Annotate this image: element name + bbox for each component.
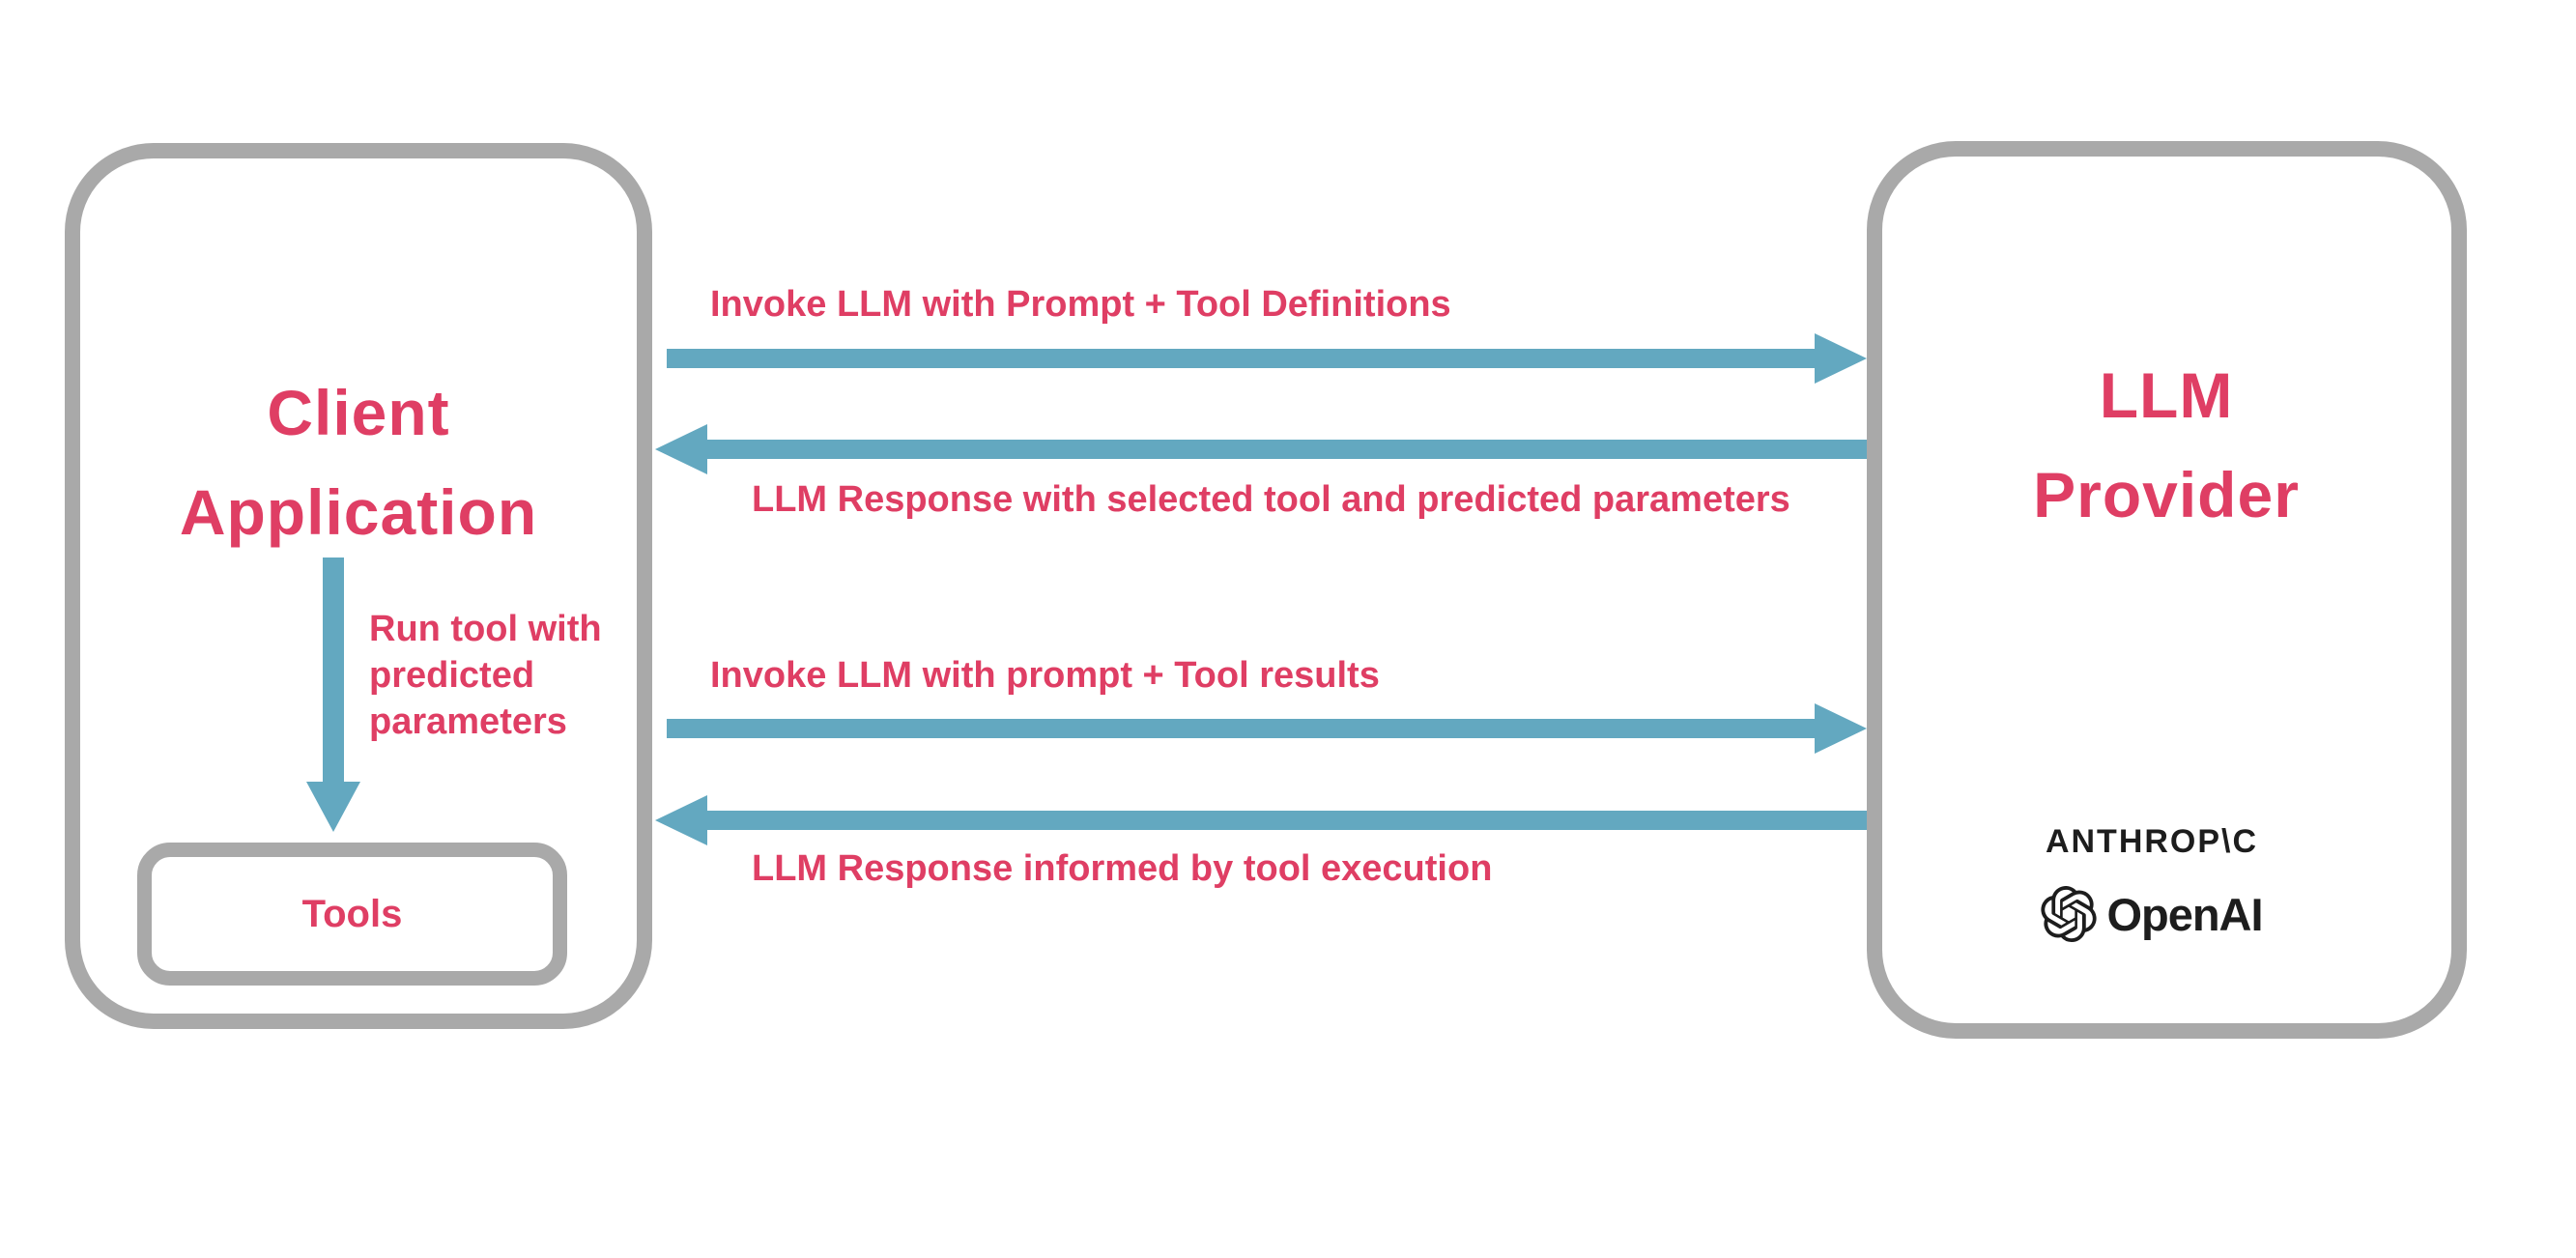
- arrow-llm-response-selected-tool-head: [655, 424, 707, 474]
- arrow-invoke-llm-definitions-head: [1815, 333, 1867, 384]
- arrow-label-invoke-llm-results: Invoke LLM with prompt + Tool results: [710, 655, 1380, 696]
- openai-icon: [2041, 886, 2097, 942]
- arrow-label-invoke-llm-definitions: Invoke LLM with Prompt + Tool Definition…: [710, 284, 1451, 325]
- run-tool-label-line1: Run tool with: [369, 609, 602, 649]
- arrow-label-llm-response-selected-tool: LLM Response with selected tool and pred…: [752, 479, 1790, 520]
- openai-wordmark: OpenAI: [2106, 888, 2263, 940]
- client-application-title: Client Application: [179, 377, 538, 548]
- arrow-label-llm-response-informed: LLM Response informed by tool execution: [752, 848, 1493, 889]
- openai-logo: OpenAI: [2041, 886, 2264, 942]
- arrow-invoke-llm-results-shaft: [667, 719, 1815, 738]
- run-tool-label: Run tool with predicted parameters: [369, 606, 602, 745]
- arrow-llm-response-selected-tool-shaft: [707, 440, 1867, 459]
- arrow-llm-response-informed-shaft: [707, 811, 1867, 830]
- arrow-invoke-llm-results-head: [1815, 703, 1867, 754]
- tools-label: Tools: [301, 892, 403, 935]
- run-tool-arrow-head: [306, 782, 360, 832]
- run-tool-label-line2: predicted: [369, 655, 535, 696]
- arrow-llm-response-informed-head: [655, 795, 707, 845]
- tools-box: Tools: [137, 843, 567, 986]
- run-tool-label-line3: parameters: [369, 701, 567, 742]
- arrow-invoke-llm-definitions-shaft: [667, 349, 1815, 368]
- anthropic-wordmark: ANTHROP\C: [2045, 823, 2259, 860]
- llm-provider-logos: ANTHROP\C OpenAI: [1867, 823, 2437, 942]
- llm-provider-box: [1867, 141, 2467, 1039]
- llm-provider-title: LLM Provider: [2033, 359, 2300, 530]
- run-tool-arrow-shaft: [323, 558, 344, 782]
